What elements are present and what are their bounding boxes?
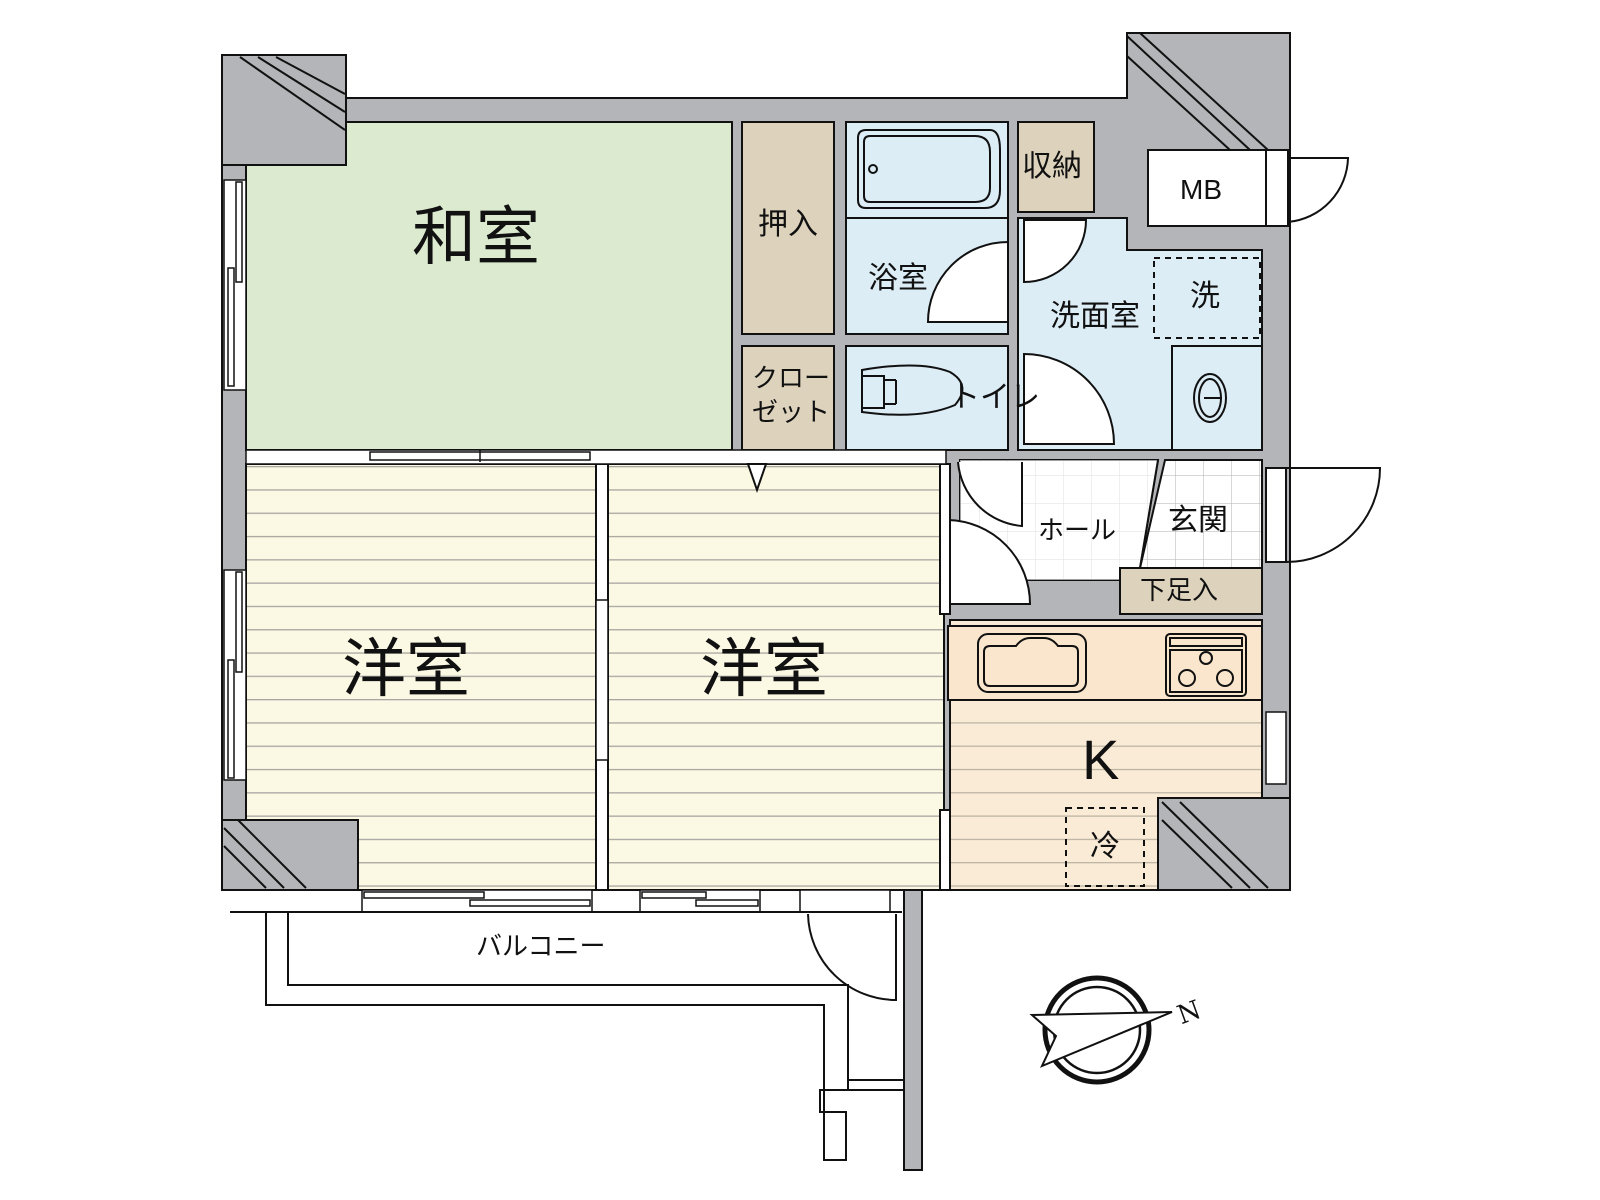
label-getabako: 下足入 [1140, 576, 1219, 606]
label-kitchen: K [1082, 728, 1120, 791]
fridge-space [1065, 807, 1145, 887]
pillar-hatch-nw [239, 56, 346, 131]
room-shuno [1017, 121, 1095, 213]
label-yoshitsu-west: 洋室 [342, 633, 470, 707]
label-senmenshitsu: 洗面室 [1050, 299, 1140, 334]
entry-door-swing [1285, 467, 1382, 563]
stove-icon [1165, 633, 1247, 697]
south-windows [361, 889, 891, 913]
label-yoshitsu-east: 洋室 [700, 633, 828, 707]
pillar-hatch-ne [1126, 32, 1269, 151]
toilet-icon [861, 364, 964, 416]
washer-space [1153, 257, 1261, 339]
label-mb: MB [1180, 174, 1222, 205]
hall-lower-door-swing [947, 518, 1032, 605]
label-shuno: 収納 [1022, 149, 1082, 184]
compass-icon [1029, 975, 1173, 1085]
room-closet [741, 345, 835, 451]
label-bath: 浴室 [868, 261, 928, 296]
east-window [1265, 711, 1287, 785]
kitchen-sink-icon [977, 633, 1087, 693]
label-toilet: トイレ [950, 380, 1040, 415]
pillar-hatch-se [1161, 801, 1269, 889]
label-genkan: 玄関 [1168, 503, 1228, 538]
bathtub-icon [857, 129, 1001, 209]
room-toilet [845, 345, 1009, 451]
room-yoshitsu-east [607, 463, 945, 891]
room-oshiire [741, 121, 835, 335]
label-closet-2: ゼット [752, 398, 831, 428]
label-washer: 洗 [1190, 279, 1220, 314]
label-closet-1: クロー [752, 364, 831, 394]
senmen-upper-door-swing [1023, 219, 1088, 284]
closet-door-marker-icon [746, 463, 768, 494]
label-fridge: 冷 [1090, 829, 1120, 864]
bath-door-swing [926, 240, 1009, 323]
balcony [230, 911, 904, 1161]
mb-door-swing [1287, 157, 1350, 223]
label-hall: ホール [1038, 516, 1117, 546]
pillar-hatch-sw [223, 819, 307, 889]
west-windows [223, 179, 247, 781]
sink-icon [1193, 373, 1227, 423]
balcony-east-wall [903, 889, 923, 1171]
label-oshiire: 押入 [758, 207, 818, 242]
room-getabako [1119, 567, 1263, 615]
balcony-door-swing [807, 913, 897, 1002]
label-washitsu: 和室 [412, 201, 540, 275]
label-balcony: バルコニー [476, 932, 606, 962]
hall-upper-door-swing [957, 461, 1023, 528]
senmen-lower-door-swing [1023, 352, 1116, 445]
